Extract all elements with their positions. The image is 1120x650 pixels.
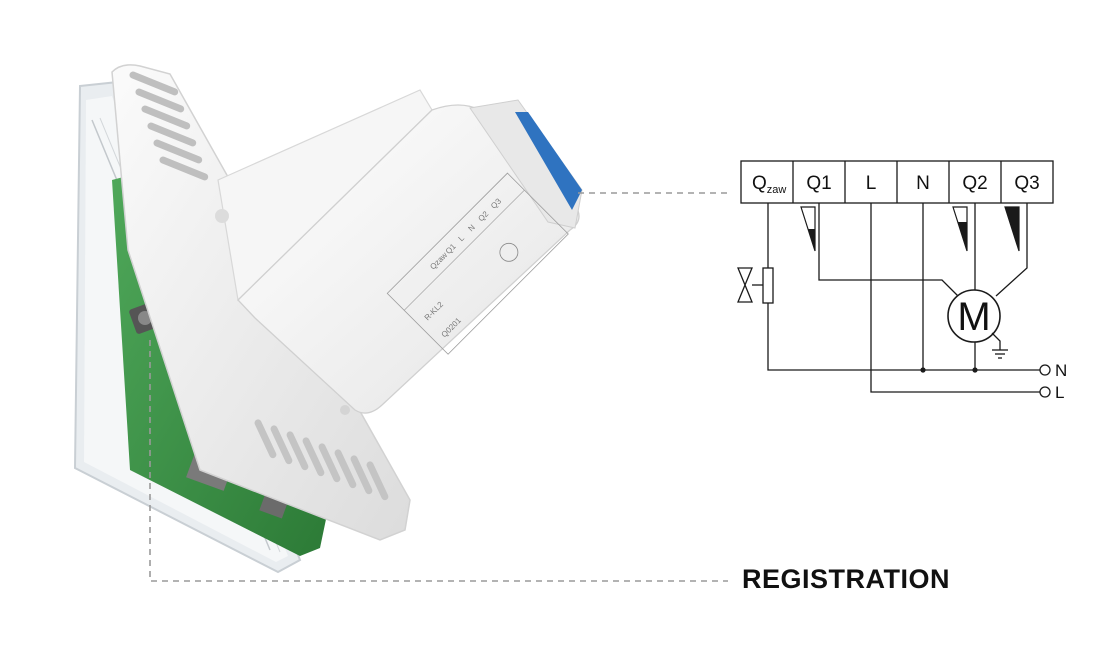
terminal-qzaw: Qzaw <box>752 173 786 196</box>
terminal-connector <box>469 99 583 229</box>
wire-q3-to-motor <box>995 203 1028 297</box>
terminal-n: N <box>916 173 930 194</box>
terminal-q1: Q1 <box>806 173 831 194</box>
speed-indicator-q2 <box>952 206 968 252</box>
wire-valve-to-n <box>767 303 1040 371</box>
bottom-vents <box>254 419 389 501</box>
screw-hole <box>340 405 350 415</box>
terminal-l: L <box>866 173 877 194</box>
speed-indicator-q3 <box>1004 206 1020 252</box>
valve-actuator <box>737 267 774 304</box>
leader-line-registration <box>149 340 728 582</box>
motor-symbol: M <box>947 289 1001 343</box>
svg-text:N: N <box>1055 361 1067 380</box>
wire-q1-to-motor <box>818 203 959 297</box>
motor-label: M <box>957 295 990 339</box>
terminal-q3: Q3 <box>1014 173 1039 194</box>
junction-dot <box>972 367 978 373</box>
terminal-q2: Q2 <box>962 173 987 194</box>
wires <box>767 203 1040 393</box>
top-vents <box>129 71 209 181</box>
supply-terminal-n: N <box>1039 361 1067 380</box>
registration-label: REGISTRATION <box>742 564 950 594</box>
svg-text:N: N <box>466 223 477 234</box>
wire-l <box>870 203 1040 393</box>
terminal-connector-blue <box>515 112 582 210</box>
speed-indicator-q1 <box>800 206 816 252</box>
screw-hole <box>215 209 229 223</box>
rear-module <box>237 104 580 414</box>
thermostat-device: R-KL2 Q0201 Qzaw Q1 L N Q2 Q3 <box>73 64 583 574</box>
wiring-diagram: Qzaw Q1 L N Q2 Q3 <box>737 160 1067 402</box>
junction-dot <box>920 367 926 373</box>
svg-text:L: L <box>1055 383 1064 402</box>
ground-icon <box>991 332 1008 359</box>
supply-terminal-l: L <box>1039 383 1064 402</box>
svg-text:L: L <box>457 233 467 243</box>
terminal-block: Qzaw Q1 L N Q2 Q3 <box>740 160 1054 204</box>
